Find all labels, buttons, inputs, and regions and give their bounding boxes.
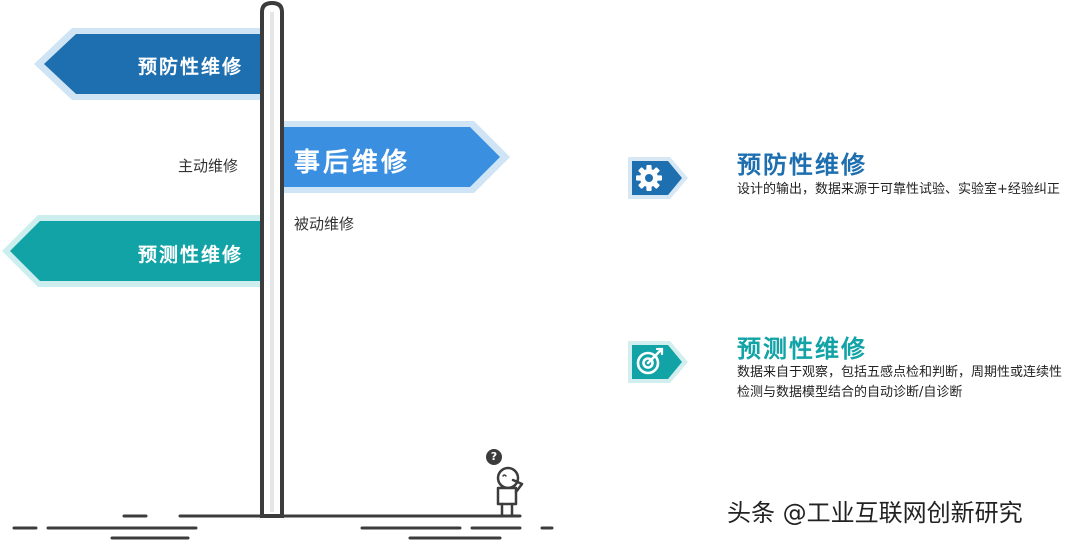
passive-maintenance-label: 被动维修 <box>294 215 355 233</box>
gear-icon <box>628 157 688 199</box>
active-maintenance-label: 主动维修 <box>178 157 239 175</box>
after-fact-sign-label: 事后维修 <box>294 148 411 178</box>
predictive-sign-label: 预测性维修 <box>138 244 244 266</box>
card-title-predictive: 预测性维修 <box>737 335 867 363</box>
question-bubble-icon <box>486 449 502 465</box>
preventive-sign-label: 预防性维修 <box>138 56 244 78</box>
card-desc-predictive: 数据来自于观察，包括五感点检和判断，周期性或连续性检测与数据模型结合的自动诊断/… <box>737 365 1063 400</box>
after-fact-sign <box>284 127 500 187</box>
preventive-sign <box>44 34 264 94</box>
predictive-sign <box>10 221 264 281</box>
card-title-preventive: 预防性维修 <box>737 151 867 179</box>
watermark: 头条 @工业互联网创新研究 <box>727 499 1023 527</box>
question-mark: ? <box>490 450 498 463</box>
target-icon <box>628 341 688 383</box>
thinking-figure <box>486 449 524 518</box>
ground-lines <box>12 514 554 540</box>
card-desc-preventive: 设计的输出，数据来源于可靠性试验、实验室+经验纠正 <box>737 182 1060 197</box>
signpost-pole <box>260 0 284 518</box>
